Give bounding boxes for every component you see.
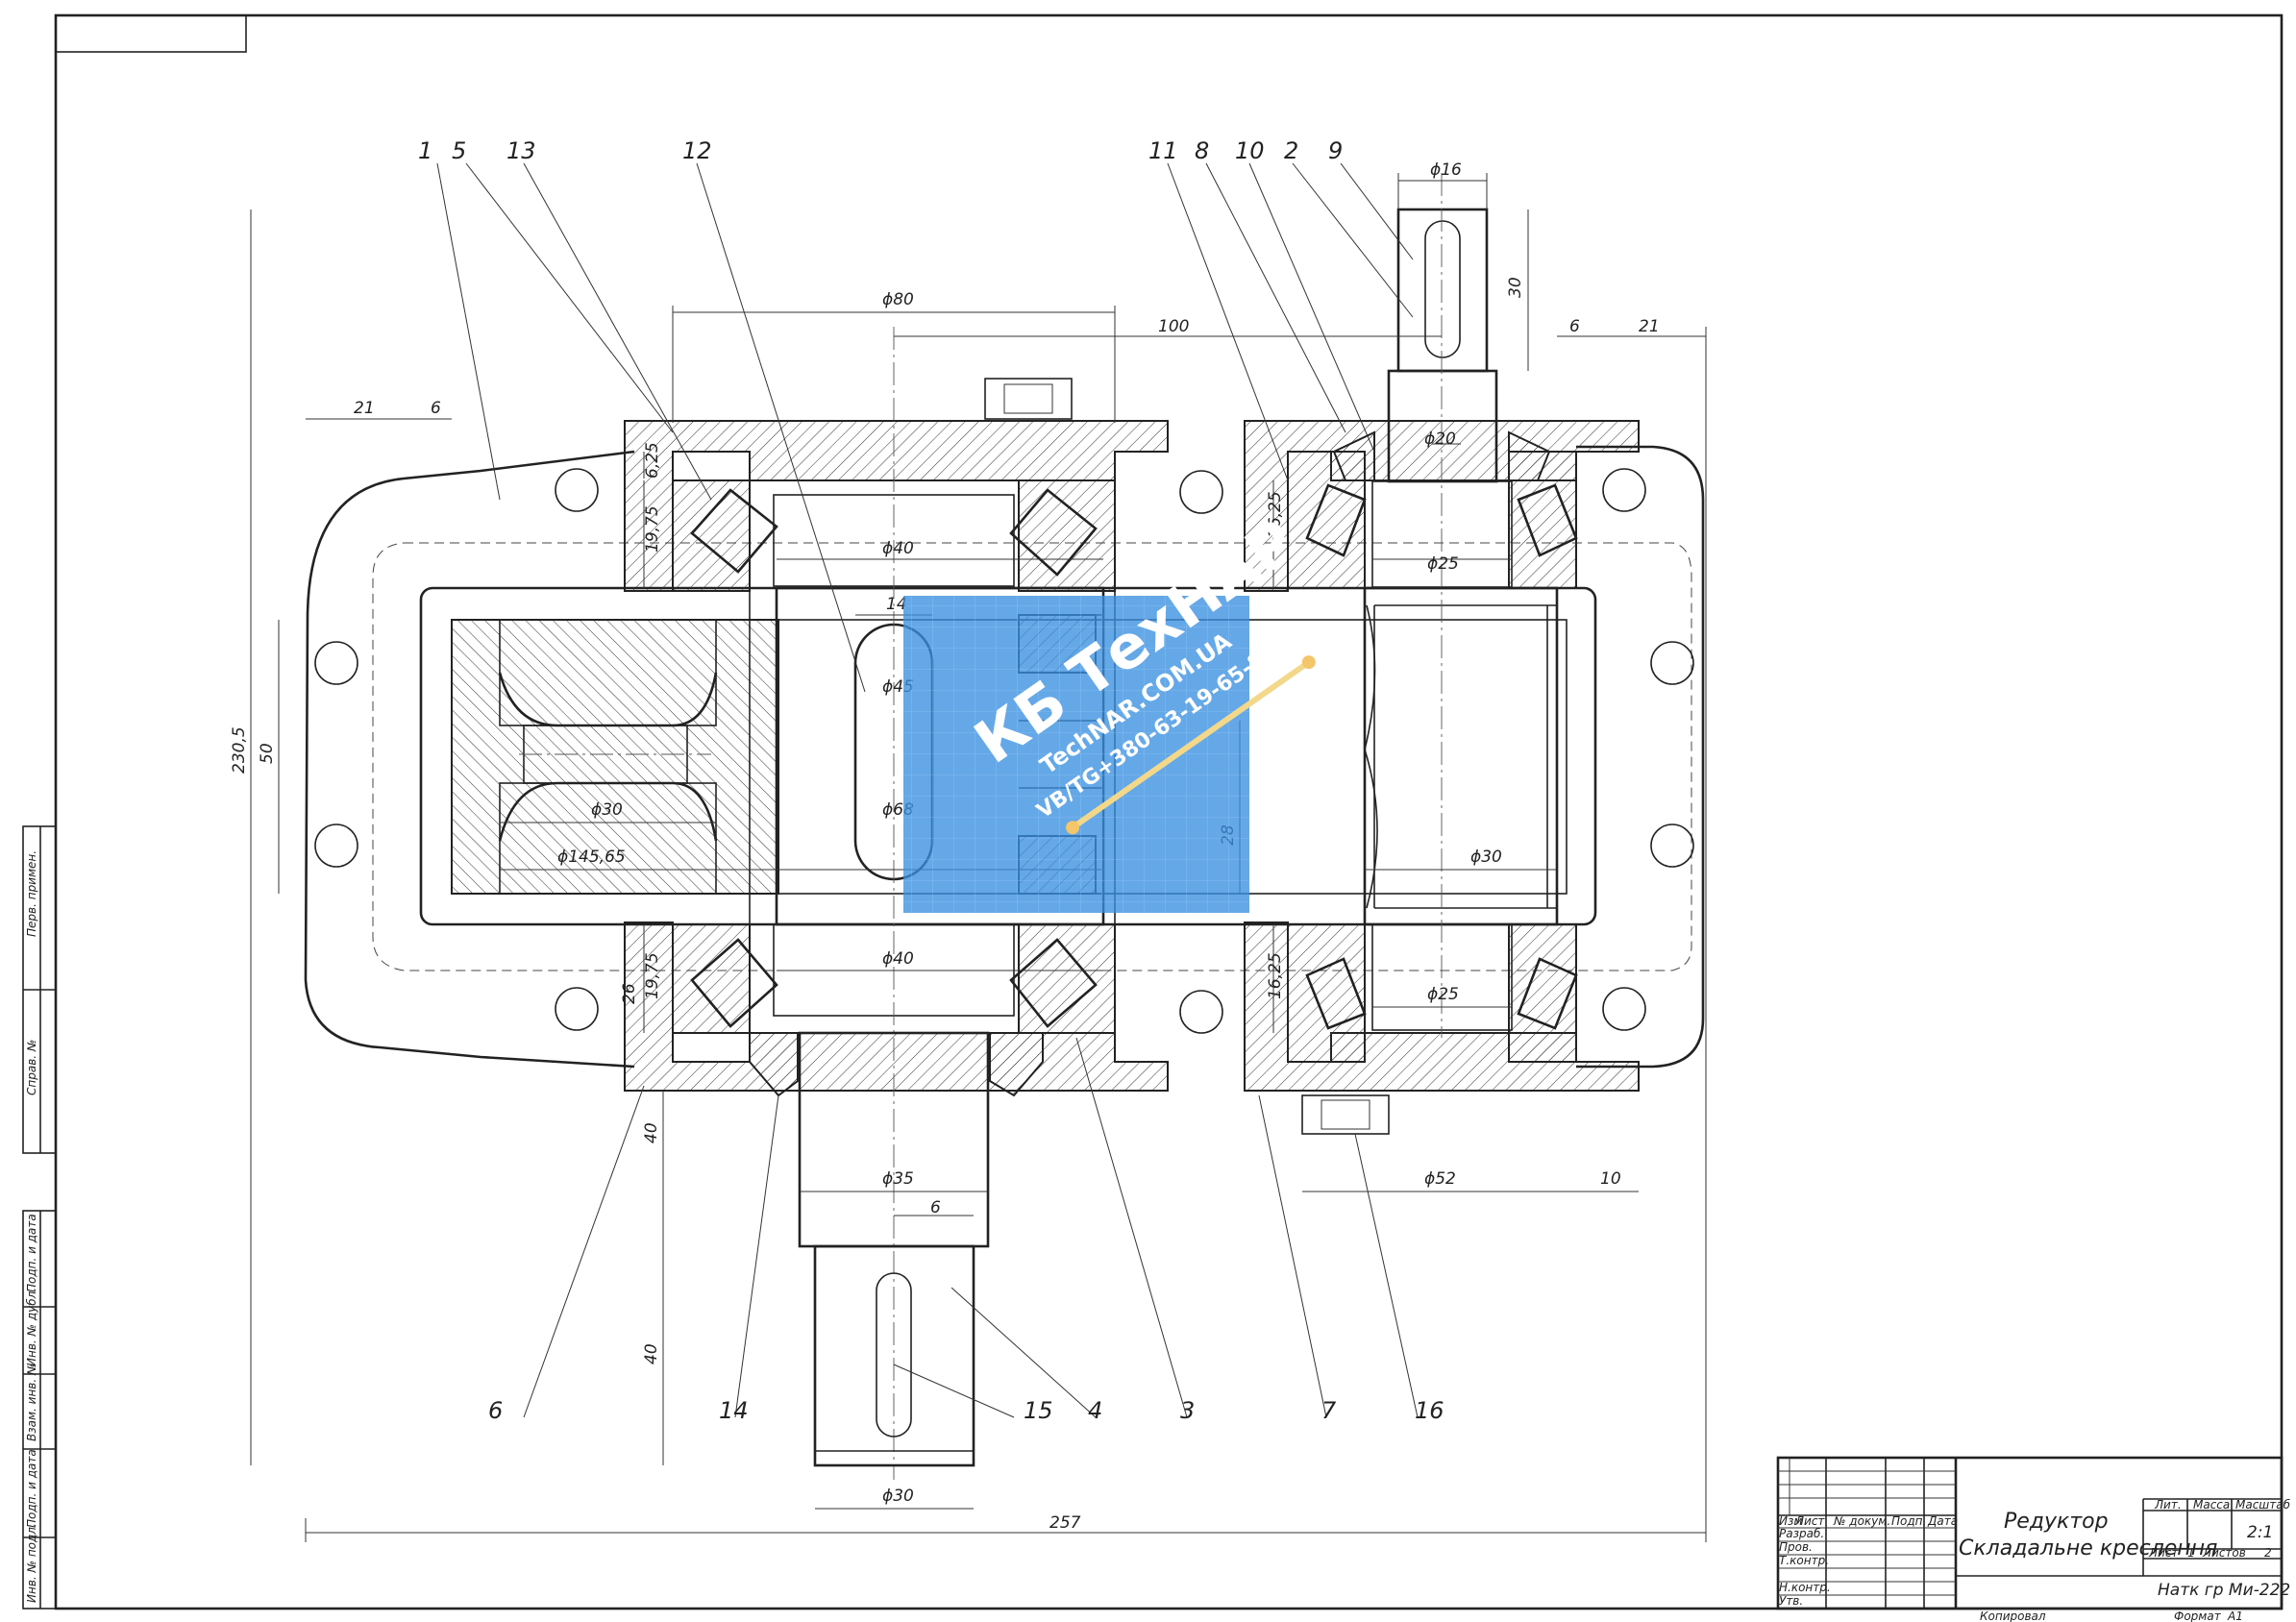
tb-row-check: Пров.: [1779, 1540, 1813, 1554]
part-label-9: 9: [1328, 137, 1343, 164]
part-label-16: 16: [1415, 1397, 1444, 1424]
sheet-frame: [54, 13, 2284, 1610]
pencil-icon: [1071, 659, 1311, 830]
stamp-dup-inv: Инв. № дубл.: [25, 1288, 38, 1366]
stamp-ref-no: Справ. №: [25, 1040, 38, 1095]
tb-row-ncontr: Н.контр.: [1779, 1581, 1831, 1594]
part-label-13: 13: [506, 137, 536, 164]
part-label-12: 12: [682, 137, 712, 164]
dim-l1975a: 19,75: [643, 505, 662, 553]
part-label-6: 6: [488, 1397, 503, 1424]
part-label-1: 1: [418, 137, 432, 164]
part-label-5: 5: [452, 137, 466, 164]
title-block: Изм Лист № докум. Подп. Дата Разраб. Про…: [1776, 1456, 2291, 1622]
part-labels: 1 5 13 12 11 8 10 2 9 6 14 15 4 3 7 16: [418, 137, 1444, 1424]
stamp-sign-date-2: Подп. и дата: [25, 1449, 38, 1528]
dim-l257: 257: [1049, 1513, 1081, 1533]
part-label-8: 8: [1195, 137, 1209, 164]
part-label-2: 2: [1284, 137, 1298, 164]
dim-l6b: 6: [431, 399, 441, 418]
stamp-orig-inv: Инв. № подл.: [25, 1523, 38, 1603]
dimension-text: ϕ16 30 ϕ80 100 6 21 21 6 6,25 19,75 ϕ40 …: [230, 160, 1660, 1533]
tb-copied: Копировал: [1980, 1610, 2046, 1622]
stamp-repl-inv: Взам. инв. №: [25, 1364, 38, 1441]
dim-l26: 26: [620, 983, 639, 1004]
dim-l625: 6,25: [643, 442, 662, 479]
dim-l40a: 40: [642, 1122, 661, 1143]
worm-wheel: [451, 619, 779, 895]
part-label-10: 10: [1235, 137, 1265, 164]
part-label-7: 7: [1321, 1397, 1337, 1424]
dim-l6c: 6: [930, 1198, 941, 1217]
part-label-3: 3: [1180, 1397, 1195, 1424]
part-label-4: 4: [1088, 1397, 1102, 1424]
tb-row-tcontr: Т.контр.: [1779, 1554, 1829, 1567]
drawing-sheets: 2: [2264, 1546, 2272, 1560]
drawing-subtitle: Складальне креслення: [1959, 1536, 2217, 1561]
dim-l40b: 40: [642, 1343, 661, 1364]
tb-sheet-label: Лист: [2148, 1546, 2179, 1560]
dim-l14: 14: [886, 595, 907, 614]
drawing-scale: 2:1: [2247, 1523, 2273, 1542]
dim-d16: ϕ16: [1430, 160, 1462, 180]
drawing-sheet: 1: [2187, 1546, 2195, 1560]
dim-l21b: 21: [354, 399, 375, 418]
tb-scale-label: Масштаб: [2235, 1498, 2291, 1511]
part-label-14: 14: [719, 1397, 749, 1424]
bearings: [672, 451, 1578, 1063]
dim-d25b: ϕ25: [1427, 985, 1459, 1004]
dim-d14565: ϕ145,65: [557, 848, 626, 867]
tb-row-dev: Разраб.: [1779, 1527, 1824, 1540]
dim-d35: ϕ35: [882, 1169, 914, 1189]
tb-col-date: Дата: [1927, 1514, 1958, 1528]
tb-col-list: Лист: [1794, 1514, 1825, 1528]
drawing-group: Натк гр Ми-222: [2158, 1581, 2290, 1600]
dim-d40a: ϕ40: [882, 539, 914, 558]
dim-l1625b: 16,25: [1266, 952, 1285, 999]
dim-d40b: ϕ40: [882, 949, 914, 969]
dim-d20: ϕ20: [1424, 430, 1456, 449]
tb-mass-label: Масса: [2193, 1498, 2230, 1511]
part-label-11: 11: [1148, 137, 1178, 164]
dim-l50: 50: [258, 743, 277, 764]
dim-l1975b: 19,75: [643, 952, 662, 999]
stamp-sign-date-1: Подп. и дата: [25, 1214, 38, 1292]
dim-l1625a: 16,25: [1266, 491, 1285, 538]
dim-d80: ϕ80: [882, 290, 914, 309]
dim-d30c: ϕ30: [882, 1487, 914, 1506]
dim-l6a: 6: [1569, 317, 1580, 336]
dim-d52: ϕ52: [1424, 1169, 1456, 1189]
dimension-lines: [250, 173, 1707, 1542]
part-label-15: 15: [1024, 1397, 1053, 1424]
drawing-title: Редуктор: [2004, 1510, 2109, 1534]
dim-d30b: ϕ30: [1470, 848, 1502, 867]
dim-l21a: 21: [1639, 317, 1660, 336]
tb-col-izm: Изм: [1779, 1514, 1802, 1528]
output-shaft: [749, 1031, 1044, 1467]
tb-sheets-label: Листов: [2202, 1546, 2246, 1560]
tb-col-doc: № докум.: [1833, 1514, 1890, 1528]
dim-l10: 10: [1600, 1169, 1621, 1189]
tb-col-sign: Подп.: [1891, 1514, 1926, 1528]
tb-lit-label: Лит.: [2154, 1498, 2182, 1511]
stamp-first-use: Перв. примен.: [25, 850, 38, 937]
input-shaft: [1332, 173, 1559, 1038]
tb-format-label: Формат: [2174, 1610, 2222, 1622]
dim-d30a: ϕ30: [591, 800, 623, 820]
dim-l100: 100: [1158, 317, 1189, 336]
side-stamp: Перв. примен. Справ. № Подп. и дата Инв.…: [22, 825, 57, 1610]
dim-l30: 30: [1506, 277, 1525, 298]
tb-row-appr: Утв.: [1779, 1594, 1803, 1608]
tb-format: А1: [2227, 1610, 2243, 1622]
dim-d25a: ϕ25: [1427, 554, 1459, 574]
dim-l2305: 230,5: [230, 726, 249, 774]
leader-lines: [436, 162, 1419, 1418]
